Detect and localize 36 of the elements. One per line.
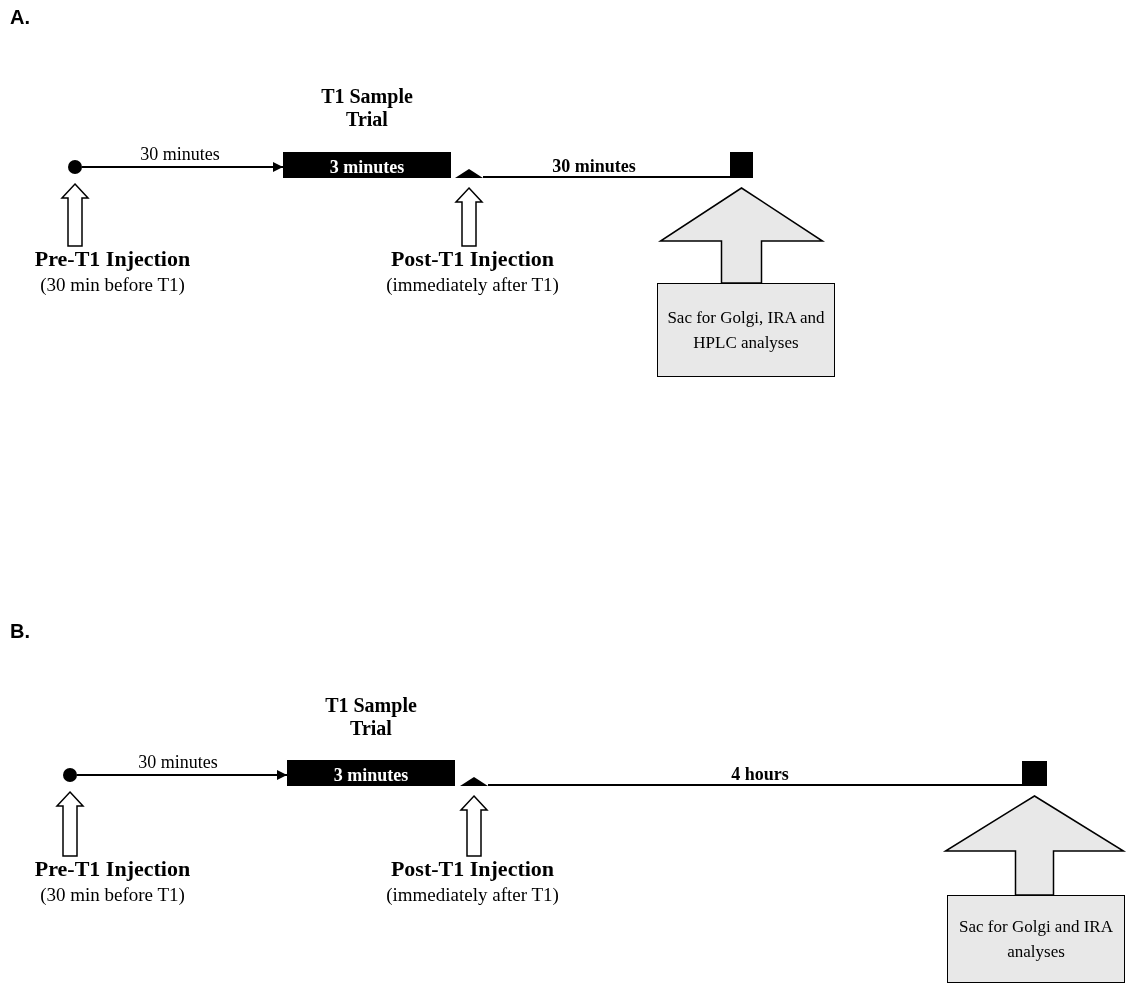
edge-label: 4 hours <box>731 764 789 784</box>
trial-bar: 3 minutes <box>283 152 451 178</box>
end-square <box>1022 761 1047 786</box>
injection-title: Post-T1 Injection <box>390 246 555 272</box>
panel-label: B. <box>10 620 30 643</box>
injection-note: (30 min before T1) <box>40 274 185 296</box>
timeline-dot <box>68 160 82 174</box>
injection-note: (immediately after T1) <box>386 884 559 906</box>
injection-title: Pre-T1 Injection <box>34 246 191 272</box>
injection-title: Pre-T1 Injection <box>34 856 191 882</box>
block-arrow <box>454 186 484 247</box>
trial-bar: 3 minutes <box>287 760 455 786</box>
bar-heading: T1 Sample Trial <box>324 694 418 740</box>
triangle-marker <box>460 777 488 786</box>
edge-label: 30 minutes <box>138 752 218 772</box>
callout-box: Sac for Golgi, IRA and HPLC analyses <box>657 283 835 377</box>
block-arrow <box>459 794 489 857</box>
callout-box: Sac for Golgi and IRA analyses <box>947 895 1125 983</box>
edge-label: 30 minutes <box>140 144 220 164</box>
injection-title: Post-T1 Injection <box>390 856 555 882</box>
timeline-line <box>487 784 1023 786</box>
block-arrow <box>658 187 825 284</box>
triangle-marker <box>455 169 483 178</box>
block-arrow <box>942 795 1127 896</box>
arrow <box>81 162 284 172</box>
block-arrow <box>55 790 85 857</box>
end-square <box>730 152 753 178</box>
injection-note: (30 min before T1) <box>40 884 185 906</box>
panel-label: A. <box>10 6 30 29</box>
timeline-dot <box>63 768 77 782</box>
arrow <box>76 770 288 780</box>
timeline-line <box>482 176 731 178</box>
bar-heading: T1 Sample Trial <box>320 85 414 131</box>
injection-note: (immediately after T1) <box>386 274 559 296</box>
edge-label: 30 minutes <box>552 156 636 176</box>
block-arrow <box>60 182 90 247</box>
